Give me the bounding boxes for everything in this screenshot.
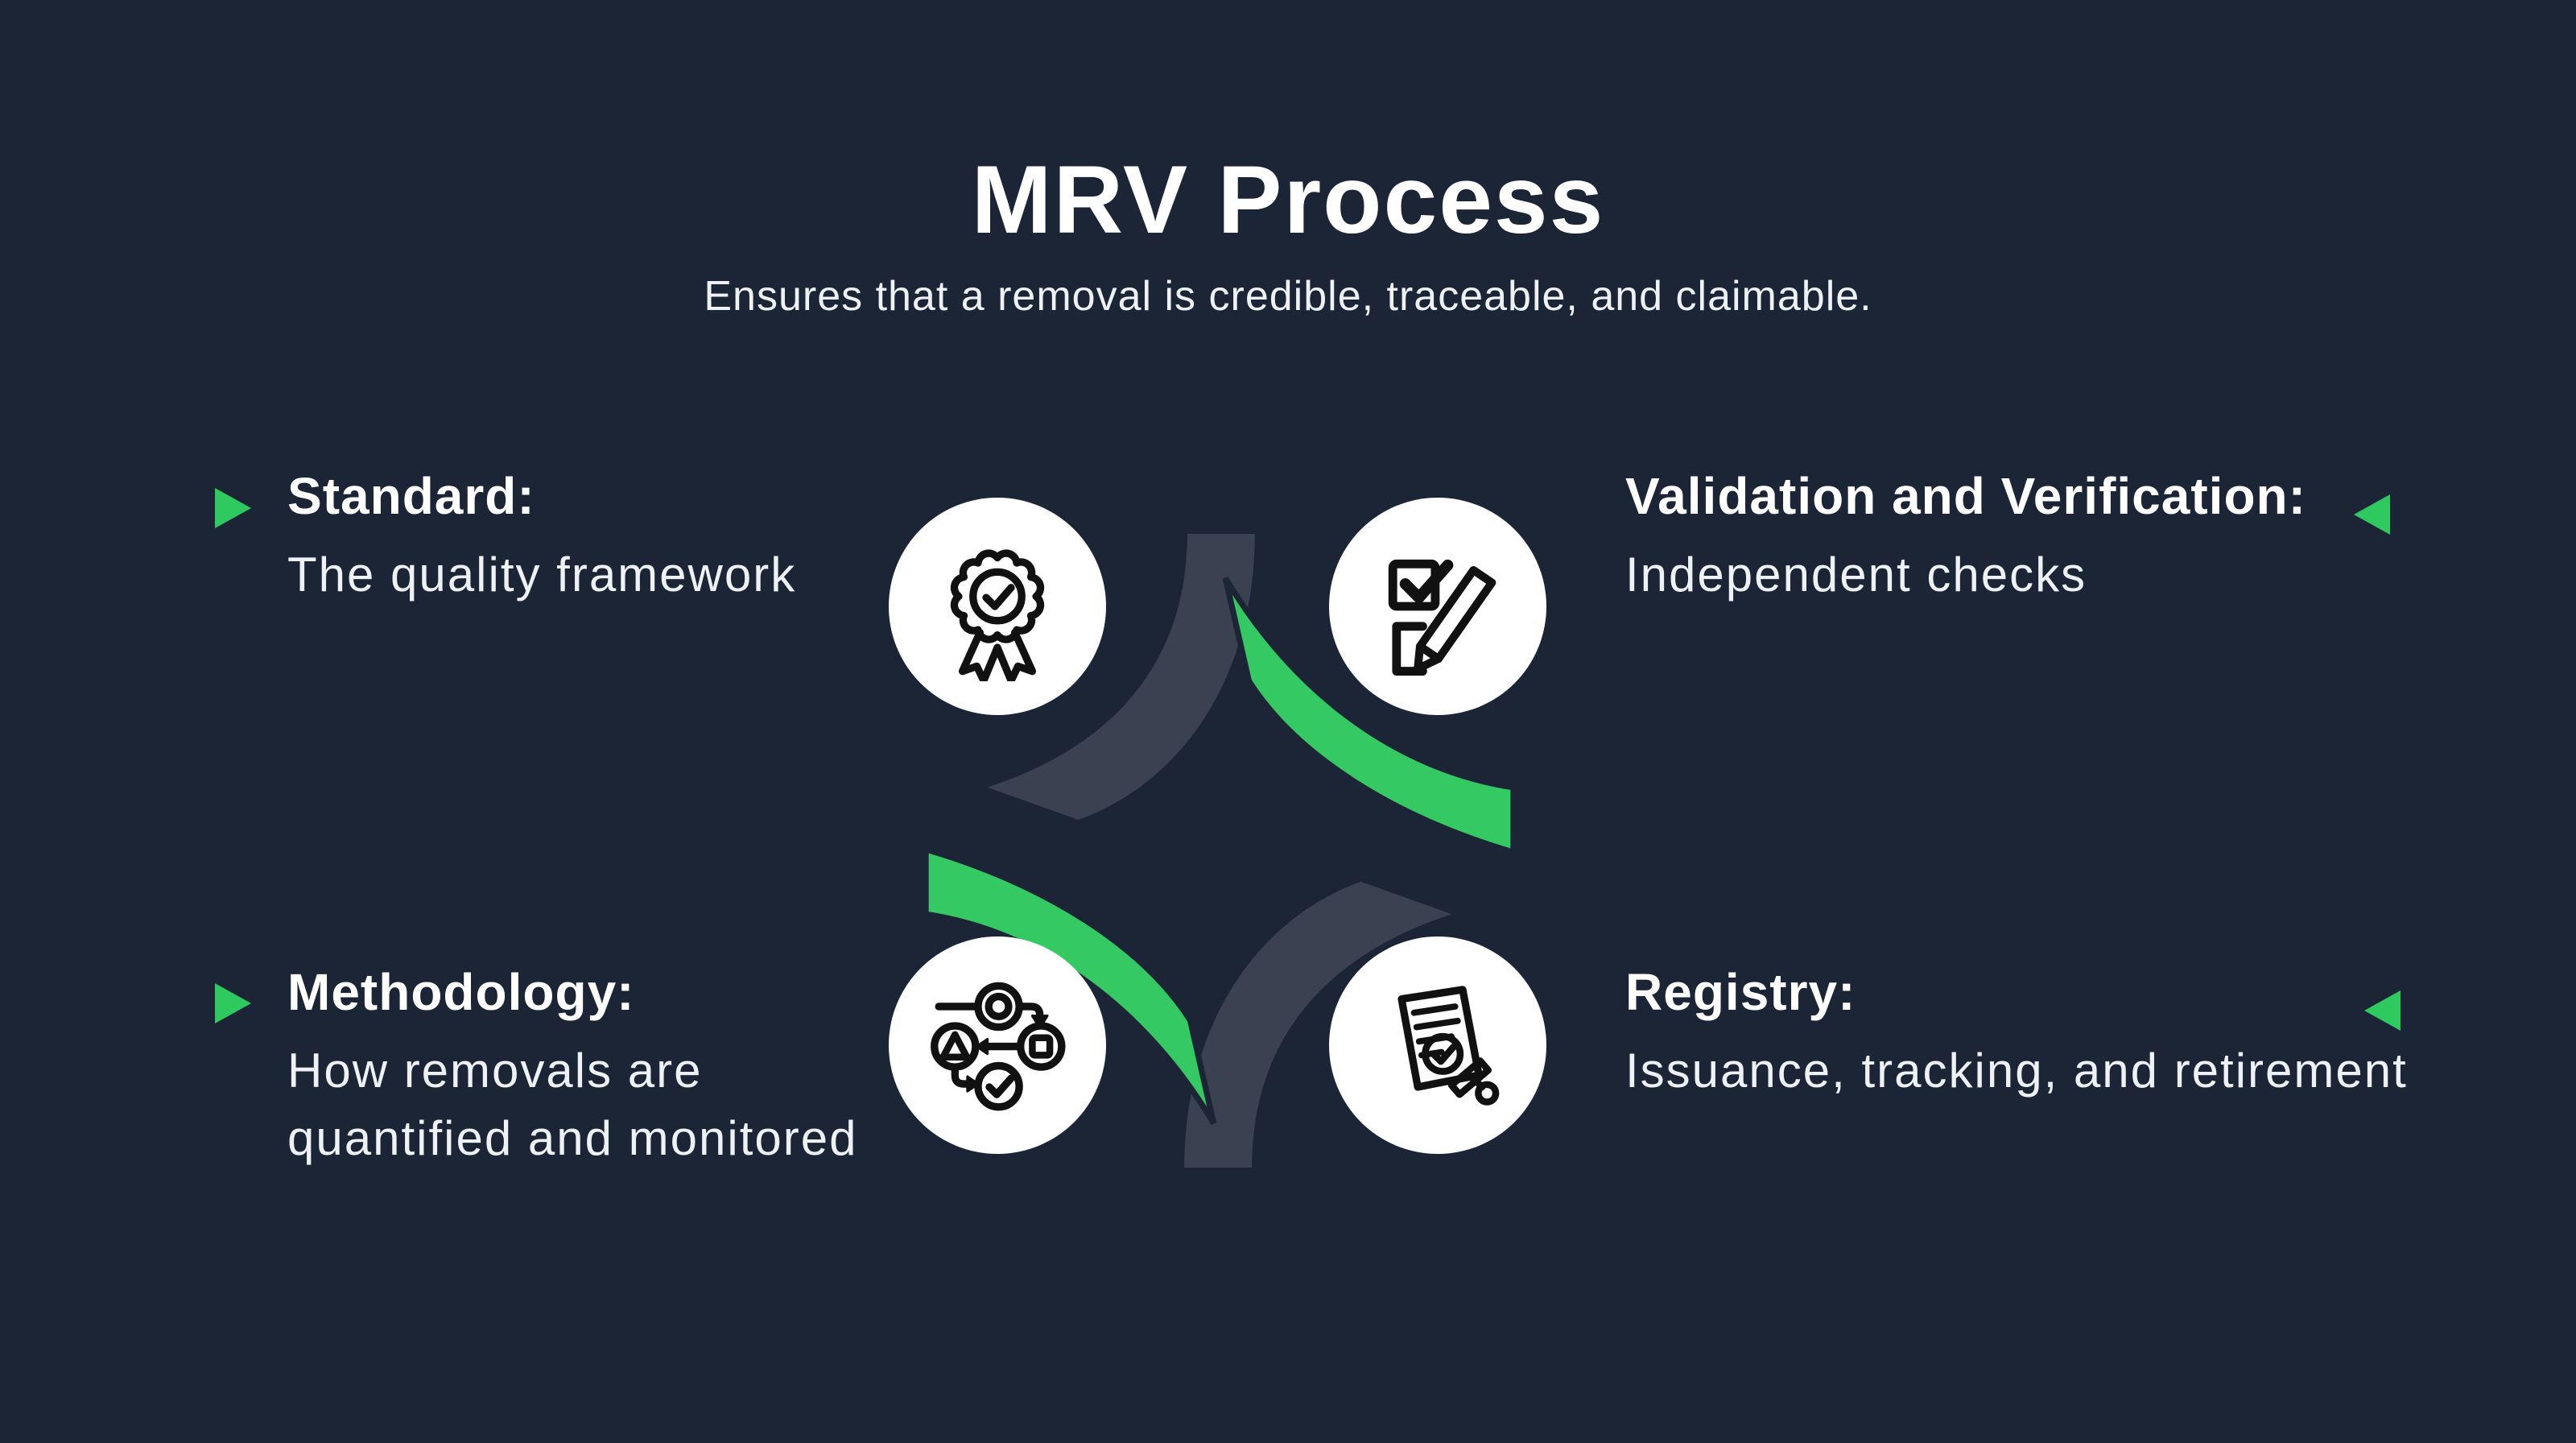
standard-icon-circle (889, 498, 1106, 715)
validation-description: Independent checks (1625, 548, 2087, 602)
validation-heading: Validation and Verification: (1625, 467, 2306, 525)
standard-heading: Standard: (287, 467, 535, 525)
registry-description: Issuance, tracking, and retirement (1625, 1044, 2408, 1098)
checklist-pencil-icon (1388, 559, 1496, 676)
registry-heading: Registry: (1625, 963, 1856, 1021)
pinwheel-motif (926, 534, 1513, 1168)
award-medal-icon (950, 549, 1045, 681)
page-subtitle: Ensures that a removal is credible, trac… (704, 273, 1872, 320)
standard-bullet-triangle-icon (215, 488, 251, 528)
validation-bullet-triangle-icon (2354, 494, 2390, 535)
arc-dark-bottom-right (1184, 881, 1452, 1168)
methodology-bullet-triangle-icon (215, 983, 251, 1023)
registry-icon-circle (1329, 937, 1546, 1154)
registry-bullet-triangle-icon (2364, 990, 2401, 1031)
process-workflow-icon (931, 982, 1066, 1111)
arc-green-top-right (1222, 577, 1513, 856)
page-title: MRV Process (971, 146, 1605, 254)
arc-dark-top-left (987, 534, 1255, 821)
standard-description: The quality framework (287, 548, 797, 602)
arc-green-bottom-left (926, 846, 1217, 1125)
validation-icon-circle (1329, 498, 1546, 715)
methodology-icon-circle (889, 937, 1106, 1154)
methodology-description: How removals are quantified and monitore… (287, 1044, 858, 1165)
methodology-heading: Methodology: (287, 963, 635, 1021)
certificate-stamp-icon (1397, 986, 1500, 1106)
